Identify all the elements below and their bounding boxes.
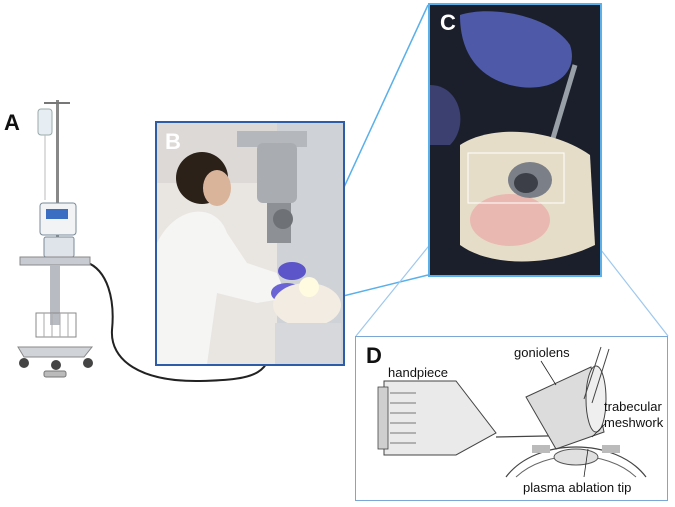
panel-c-photo [428,3,602,277]
label-plasma-ablation-tip: plasma ablation tip [523,480,632,495]
label-meshwork: meshwork [604,415,664,430]
panel-b-photo [155,121,345,366]
schematic-drawing [377,346,647,478]
surgeon-microscope-image [157,123,343,364]
label-goniolens: goniolens [514,345,570,360]
eye-section-drawing [505,445,647,478]
surgical-closeup-image [430,5,600,275]
label-trabecular: trabecular [604,399,662,414]
panel-d-letter: D [366,343,382,368]
label-handpiece: handpiece [388,365,448,380]
goniolens-drawing [525,346,610,450]
panel-b-letter: B [165,129,181,154]
panel-a-letter: A [4,110,20,135]
panel-c-letter: C [440,10,456,35]
panel-d-diagram: D handpiece goniolens trabecular meshwor… [355,336,668,501]
surgical-console-cart [17,100,94,378]
handpiece-drawing [377,380,595,456]
